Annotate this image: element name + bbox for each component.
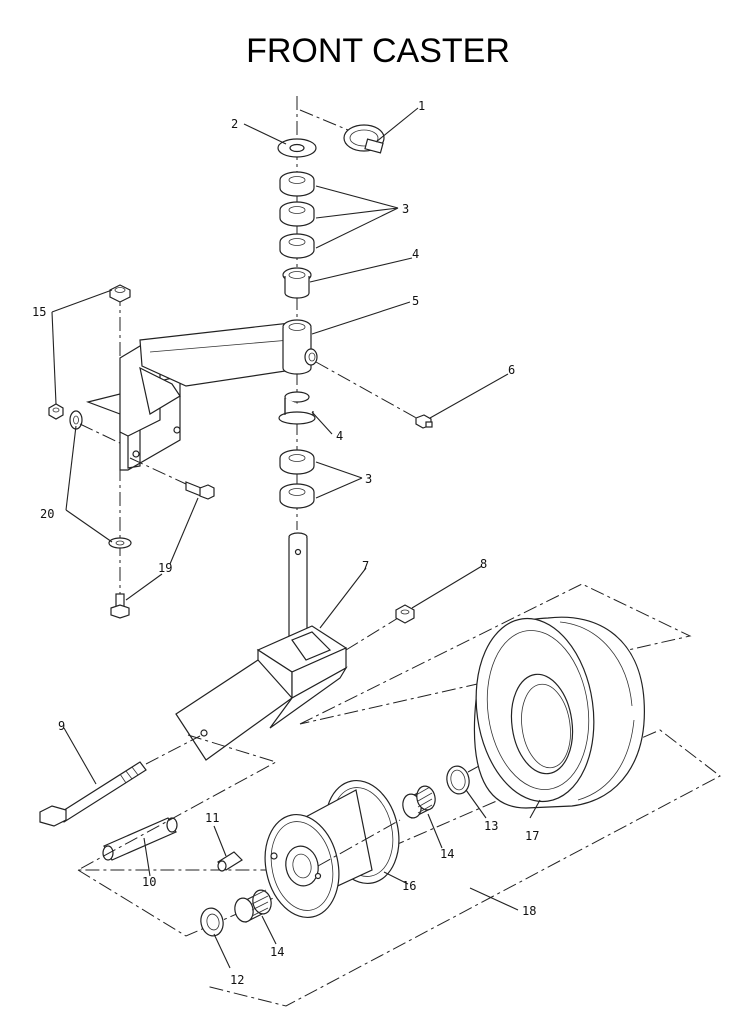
part-13-seal (446, 765, 470, 795)
part-2-washer (277, 138, 317, 158)
callout-20: 20 (40, 507, 54, 521)
part-14-bearing-front (234, 889, 272, 923)
part-4-bushing-upper (282, 267, 312, 299)
part-12-seal (200, 907, 224, 937)
page-title: FRONT CASTER (246, 32, 510, 70)
part-7-caster-fork (175, 532, 348, 761)
part-14-bearing-rear (402, 785, 436, 819)
callout-1: 1 (418, 99, 425, 113)
callout-7: 7 (362, 559, 369, 573)
callout-19: 19 (158, 561, 172, 575)
part-3-spacers-upper (279, 171, 315, 259)
part-17-tire (473, 616, 645, 809)
part-10-spacer-tube (102, 817, 178, 861)
fork-leader (77, 734, 290, 871)
callout-3-lower: 3 (365, 472, 372, 486)
callout-3-upper: 3 (402, 202, 409, 216)
callout-14-rear: 14 (440, 847, 454, 861)
wheel-assembly-boundary (77, 729, 721, 1007)
part-5-caster-arm (85, 319, 318, 471)
callout-labels: 1 2 3 4 5 6 4 3 7 8 9 10 11 12 13 14 14 … (32, 99, 539, 987)
callout-11: 11 (205, 811, 219, 825)
callout-4-upper: 4 (412, 247, 419, 261)
callout-6: 6 (508, 363, 515, 377)
callout-10: 10 (142, 875, 156, 889)
part-16-wheel-hub (264, 779, 400, 919)
part-19-bolt-bottom (110, 593, 130, 619)
part-11-grease-fitting (217, 851, 243, 872)
callout-16: 16 (402, 879, 416, 893)
callout-5: 5 (412, 294, 419, 308)
part-20-washer-bottom (108, 537, 132, 549)
callout-8: 8 (480, 557, 487, 571)
callout-13: 13 (484, 819, 498, 833)
callout-15: 15 (32, 305, 46, 319)
part-1-lynch-pin (343, 124, 385, 154)
callout-9: 9 (58, 719, 65, 733)
part-15-nut-top (109, 284, 131, 303)
part-8-lock-nut (395, 604, 415, 624)
part-19-bolt-side (185, 481, 215, 500)
part-4-bushing-lower (278, 391, 316, 425)
callout-2: 2 (231, 117, 238, 131)
callout-17: 17 (525, 829, 539, 843)
callout-14-front: 14 (270, 945, 284, 959)
part-9-axle-bolt (39, 761, 147, 827)
part-6-grease-fitting (415, 414, 433, 429)
part-15-nut-side (48, 403, 64, 420)
callout-18: 18 (522, 904, 536, 918)
callout-12: 12 (230, 973, 244, 987)
part-3-spacers-lower (279, 449, 315, 509)
callout-4-lower: 4 (336, 429, 343, 443)
leader-lines (51, 107, 541, 969)
